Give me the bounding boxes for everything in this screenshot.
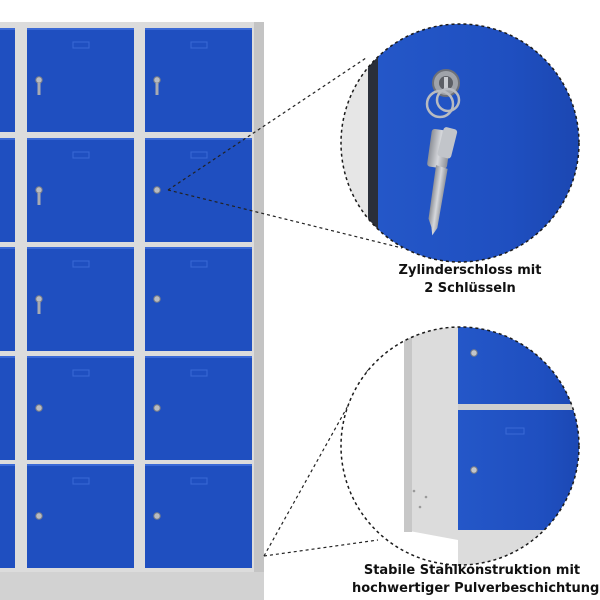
label-holder [72,260,90,268]
steel-caption: Stabile Stahlkonstruktion mit hochwertig… [352,562,600,598]
locker-door [145,464,252,568]
locker-door-edge [0,464,15,466]
label-holder [190,41,208,49]
door-lock-icon [35,404,43,412]
locker-door [145,356,252,460]
locker-door-edge [0,247,15,249]
locker-door [0,138,15,242]
label-holder [190,151,208,159]
locker-door [27,138,134,242]
locker-door-edge [0,356,15,358]
door-lock-icon [153,404,161,412]
door-lock-icon [153,295,161,303]
locker-door [27,464,134,568]
key-icon [37,302,41,314]
keys-icon [427,127,458,236]
steel-caption-line-1: Stabile Stahlkonstruktion mit [363,563,581,578]
locker-door [0,356,15,460]
locker-door [27,247,134,351]
door-lock-icon [153,76,161,84]
locker-door [145,247,252,351]
door-lock-icon [35,295,43,303]
label-holder [72,477,90,485]
cylinder-lock-icon [432,69,460,97]
locker-door-edge [27,28,134,30]
lock-caption-line-1: Zylinderschloss mit [398,263,542,278]
locker-door [27,356,134,460]
label-holder [190,369,208,377]
connector-lock-top [167,57,367,191]
label-holder [72,369,90,377]
locker-door-edge [145,138,252,140]
locker-door-edge [145,356,252,358]
key-icon [37,83,41,95]
label-holder [190,477,208,485]
locker-door-edge [0,28,15,30]
locker-door [145,28,252,132]
lock-caption-line-2: 2 Schlüsseln [424,281,516,296]
key-ring-icon [425,87,461,119]
steel-detail-callout [340,326,580,566]
locker-door [0,247,15,351]
key-icon [155,83,159,95]
locker-door [27,28,134,132]
cabinet-side-edge [254,22,264,600]
connector-steel-bottom [263,539,379,557]
locker-door [145,138,252,242]
locker-door-edge [27,247,134,249]
locker-door-edge [145,464,252,466]
locker-door [0,28,15,132]
door-lock-icon [35,76,43,84]
key-icon [37,193,41,205]
label-holder [190,260,208,268]
door-lock-icon [35,186,43,194]
lock-detail-callout [340,23,580,263]
callout-connectors [167,57,403,557]
locker-door-edge [27,138,134,140]
steel-caption-line-2: hochwertiger Pulverbeschichtung [352,581,600,596]
lock-caption: Zylinderschloss mit 2 Schlüsseln [360,262,580,298]
cabinet-plinth [0,572,264,600]
door-lock-icon [153,512,161,520]
locker-door-edge [145,247,252,249]
door-lock-icon [153,186,161,194]
locker-door [0,464,15,568]
label-holder [72,41,90,49]
locker-door-edge [0,138,15,140]
label-holder [72,151,90,159]
door-lock-icon [35,512,43,520]
locker-door-edge [27,356,134,358]
locker-door-edge [145,28,252,30]
locker-cabinet [0,22,264,600]
connector-lock-bottom [167,189,403,249]
locker-door-edge [27,464,134,466]
